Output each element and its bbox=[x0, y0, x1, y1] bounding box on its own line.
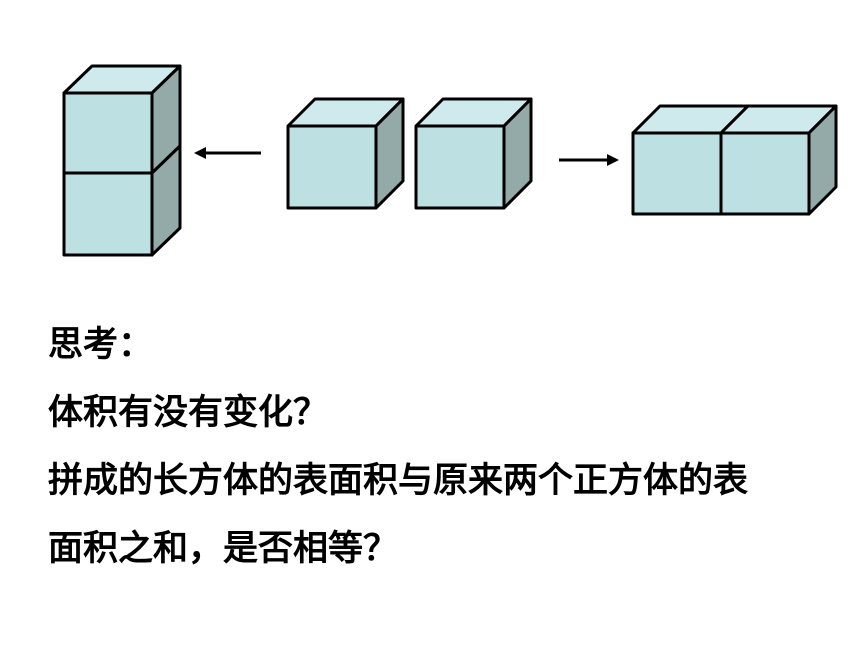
joined-right-cube-side-face bbox=[807, 104, 838, 216]
center-cube-1-front-face bbox=[286, 124, 378, 210]
joined-left-cube-front-face bbox=[631, 131, 723, 216]
separate-cubes bbox=[286, 97, 533, 210]
joined-right-cube-front-face bbox=[719, 131, 811, 216]
left-arrow bbox=[194, 147, 261, 159]
question-volume-line: 体积有没有变化？ bbox=[48, 393, 329, 433]
center-cube-2-front-face bbox=[414, 124, 506, 210]
stacked-bottom-cube-side-face bbox=[150, 144, 182, 257]
stacked-bottom-cube-front-face bbox=[62, 171, 154, 257]
joined-cubes bbox=[631, 104, 838, 216]
heading-line: 思考： bbox=[48, 325, 154, 365]
center-cube-1-side-face bbox=[374, 97, 405, 210]
question-surface-area-line-1: 拼成的长方体的表面积与原来两个正方体的表 bbox=[48, 461, 749, 501]
question-surface-area-line-2: 面积之和，是否相等？ bbox=[48, 529, 399, 569]
center-cube-2-side-face bbox=[502, 97, 533, 210]
stacked-cubes bbox=[62, 64, 182, 257]
right-arrow bbox=[559, 154, 619, 166]
stacked-top-cube-front-face bbox=[62, 91, 154, 175]
